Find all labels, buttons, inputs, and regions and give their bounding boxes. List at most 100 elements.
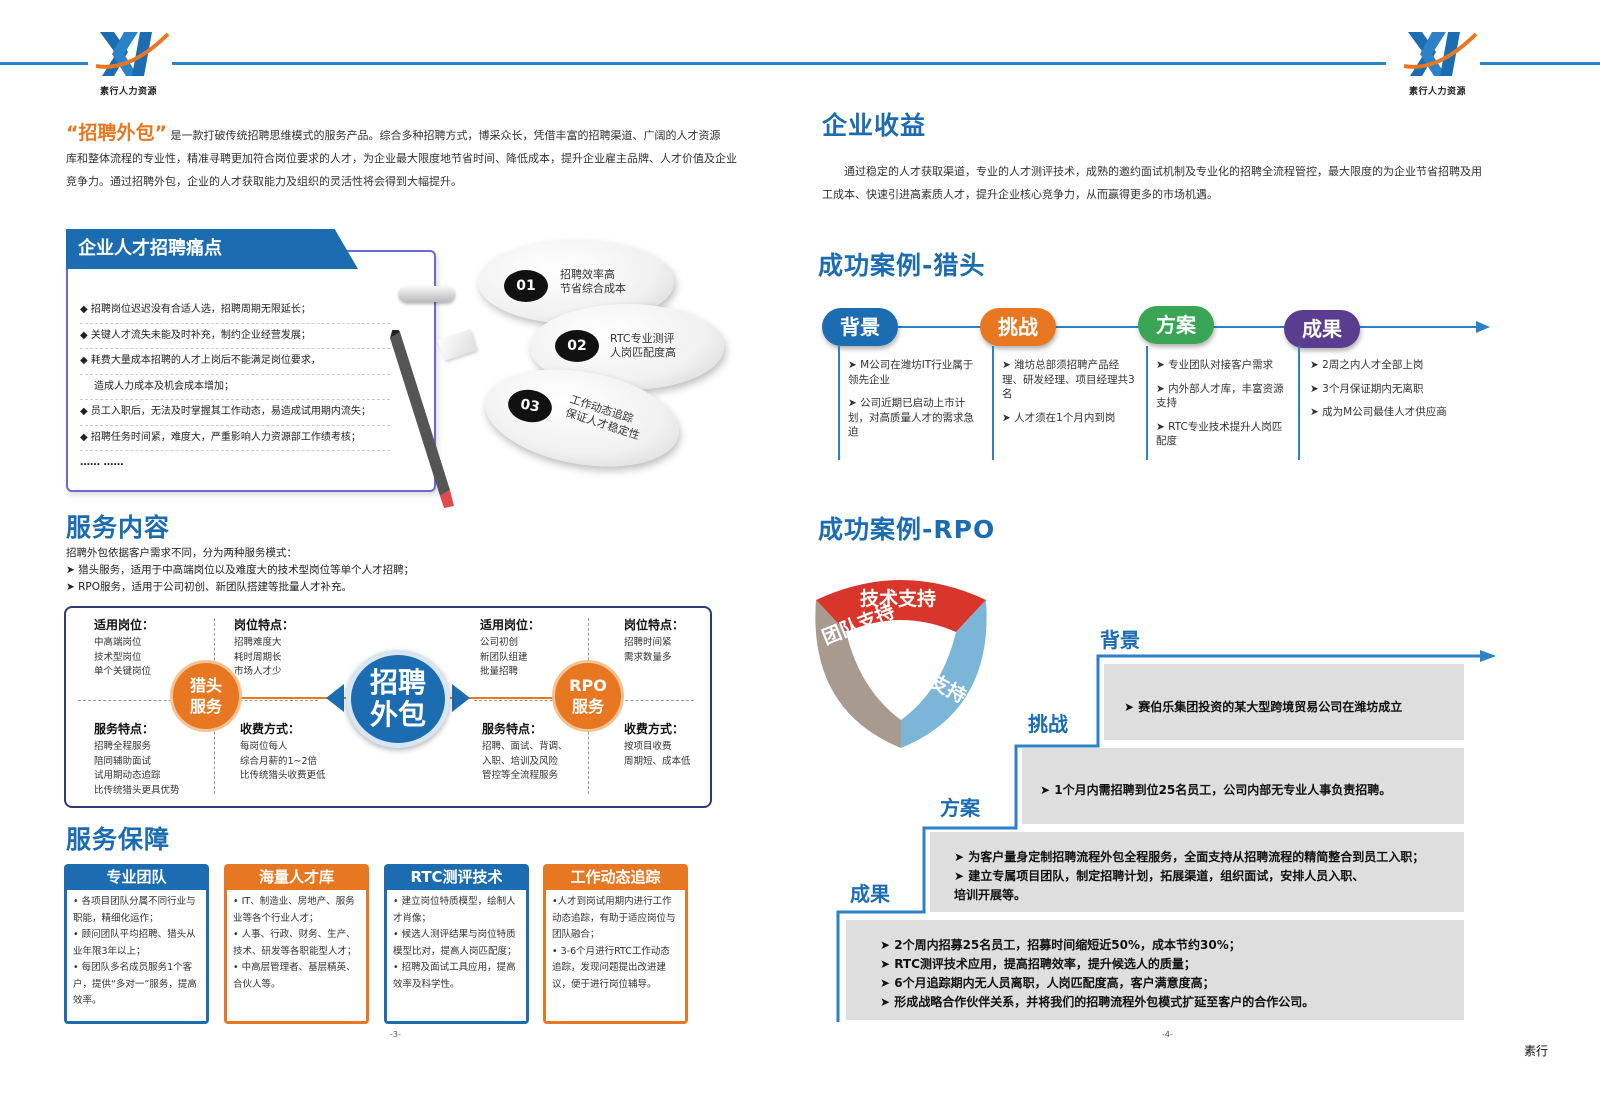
solution-column: ➤ 专业团队对接客户需求➤ 内外部人才库，丰富资源支持➤ RTC专业技术提升人岗… — [1156, 359, 1284, 447]
step-label-challenge: 挑战 — [1028, 712, 1068, 736]
guarantee-title: 服务保障 — [66, 825, 171, 854]
service-title: 服务内容 — [66, 513, 171, 542]
step-label-result: 成果 — [850, 882, 890, 906]
timeline-arrow-icon — [1476, 321, 1490, 333]
page-number-right: -4- — [1162, 1030, 1173, 1039]
column-line — [992, 346, 994, 460]
rpo-fee-list: 按项目收费周期短、成本低 — [624, 741, 691, 767]
challenge-column: ➤ 潍坊总部须招聘产品经理、研发经理、项目经理共3名➤ 人才须在1个月内到岗 — [1002, 359, 1135, 424]
logo-text-right: 素行人力资源 — [1409, 87, 1467, 97]
step-text-challenge: ➤ 1个月内需招聘到位25名员工，公司内部无专业人事负责招聘。 — [1040, 783, 1392, 797]
arrow-left-icon — [326, 684, 344, 712]
column-line — [1146, 346, 1148, 460]
logo-icon — [95, 32, 170, 76]
list-item: ◆ 招聘岗位迟迟没有合适人选，招聘周期无限延长； — [80, 298, 390, 324]
intro-line: 库和整体流程的专业性，精准寻聘更加符合岗位要求的人才，为企业最大限度地节省时间、… — [66, 152, 737, 165]
guarantee-card-talent-pool: 海量人才库 • IT、制造业、房地产、服务业等各个行业人才；• 人事、行政、财务… — [224, 864, 369, 1024]
recruitment-outsourcing-badge: 招聘外包 — [346, 650, 450, 748]
hunter-feature-heading: 岗位特点： — [234, 618, 295, 632]
service-intro-list: 招聘外包依据客户需求不同，分为两种服务模式： ➤ 猎头服务，适用于中高端岗位以及… — [66, 545, 414, 596]
benefit-title: 企业收益 — [822, 111, 927, 140]
step-text-solution: ➤ 为客户量身定制招聘流程外包全程服务，全面支持从招聘流程的精简整合到员工入职；… — [954, 850, 1425, 902]
hunter-feature-list: 招聘难度大耗时周期长市场人才少 — [234, 637, 282, 677]
logo-text-left: 素行人力资源 — [100, 87, 158, 97]
intro-line: 竞争力。通过招聘外包，企业的人才获取能力及组织的灵活性将会得到大幅提升。 — [66, 175, 462, 188]
hunter-service-heading: 服务特点： — [94, 722, 155, 736]
header-line-left — [0, 62, 88, 65]
list-item: 招聘外包依据客户需求不同，分为两种服务模式： — [66, 547, 297, 559]
card-body: • 建立岗位特质模型，绘制人才肖像；• 候选人测评结果与岗位特质模型比对，提高人… — [387, 890, 526, 1021]
step-label-solution: 方案 — [940, 796, 980, 820]
card-title: 工作动态追踪 — [570, 868, 661, 886]
pain-points-card — [66, 250, 436, 492]
intro-highlight: “招聘外包” — [66, 122, 167, 144]
step-bg-background — [1104, 664, 1464, 740]
list-item: ◆ 关键人才流失未能及时补充，制约企业经营发展； — [80, 324, 390, 349]
rpo-service-list: 招聘、面试、背调、入职、培训及风险管控等全流程服务 — [482, 741, 568, 781]
card-title: 海量人才库 — [258, 868, 334, 886]
list-item: ◆ 耗费大量成本招聘的人才上岗后不能满足岗位要求， — [80, 349, 390, 375]
pain-points-title: 企业人才招聘痛点 — [66, 229, 358, 269]
hunter-apply-list: 中高端岗位技术型岗位单个关键岗位 — [94, 637, 152, 677]
rpo-apply-heading: 适用岗位： — [480, 618, 541, 632]
rpo-feature-list: 招聘时间紧需求数量多 — [624, 637, 672, 663]
pencil-icon — [390, 330, 454, 508]
service-modes-panel — [64, 606, 712, 808]
step-text-result: ➤ 2个周内招募25名员工，招募时间缩短近50%，成本节约30%；➤ RTC测评… — [880, 938, 1315, 1009]
bubble-number: 02 — [555, 330, 599, 362]
hunter-fee-heading: 收费方式： — [240, 722, 301, 736]
step-text-background: ➤ 赛伯乐集团投资的某大型跨境贸易公司在潍坊成立 — [1124, 700, 1403, 714]
benefit-line: 通过稳定的人才获取渠道，专业的人才测评技术，成熟的邀约面试机制及专业化的招聘全流… — [844, 165, 1482, 178]
bubble-text: RTC专业测评人岗匹配度高 — [610, 332, 676, 359]
support-ring-diagram — [815, 580, 987, 748]
case-label-result: 成果 — [1284, 310, 1360, 348]
guarantee-card-team: 专业团队 • 各项目团队分属不同行业与职能，精细化运作；• 顾问团队平均招聘、猎… — [64, 864, 209, 1024]
intro-paragraph: “招聘外包” 是一款打破传统招聘思维模式的服务产品。综合多种招聘方式，博采众长，… — [66, 122, 746, 193]
column-line — [838, 346, 840, 460]
bubble-text: 招聘效率高节省综合成本 — [560, 268, 626, 295]
ring-top-label: 技术支持 — [860, 588, 937, 610]
page-number-left: -3- — [390, 1030, 401, 1039]
list-item: ◆ 员工入职后，无法及时掌握其工作动态，易造成试用期内流失； — [80, 400, 390, 426]
rpo-service-heading: 服务特点： — [482, 722, 543, 736]
list-item: …… …… — [80, 457, 124, 468]
rpo-case-title: 成功案例-RPO — [818, 515, 996, 544]
pain-points-list: ◆ 招聘岗位迟迟没有合适人选，招聘周期无限延长； ◆ 关键人才流失未能及时补充，… — [80, 298, 390, 476]
column-line — [1298, 346, 1300, 460]
footer-brand: 素行 — [1524, 1044, 1549, 1058]
list-item: ➤ 猎头服务，适用于中高端岗位以及难度大的技术型岗位等单个人才招聘； — [66, 564, 415, 576]
case-label-challenge: 挑战 — [980, 308, 1056, 346]
case-label-background: 背景 — [822, 308, 898, 346]
step-bg-solution — [930, 832, 1464, 912]
hunter-service-badge: 猎头服务 — [170, 660, 242, 732]
header-line-center — [172, 62, 1386, 65]
binder-ring-icon — [398, 286, 454, 302]
card-title: 专业团队 — [106, 868, 167, 886]
hunter-case-title: 成功案例-猎头 — [818, 251, 986, 280]
logo-icon — [1403, 32, 1478, 76]
header-line-right — [1480, 62, 1600, 65]
step-bg-challenge — [1022, 748, 1464, 824]
hunter-fee-list: 每岗位每人综合月薪的1~2倍比传统猎头收费更低 — [240, 741, 326, 781]
step-bg-result — [846, 920, 1464, 1020]
card-title: RTC测评技术 — [410, 868, 503, 886]
hunter-service-list: 招聘全程服务陪同辅助面试试用期动态追踪比传统猎头更具优势 — [94, 741, 180, 796]
rpo-feature-heading: 岗位特点： — [624, 618, 685, 632]
rpo-apply-list: 公司初创新团队组建批量招聘 — [480, 637, 528, 677]
card-body: • 各项目团队分属不同行业与职能，精细化运作；• 顾问团队平均招聘、猎头从业年限… — [67, 890, 206, 1021]
benefit-line: 工成本、快速引进高素质人才，提升企业核心竞争力，从而赢得更多的市场机遇。 — [822, 188, 1218, 201]
guarantee-card-rtc: RTC测评技术 • 建立岗位特质模型，绘制人才肖像；• 候选人测评结果与岗位特质… — [384, 864, 529, 1024]
background-column: ➤ M公司在潍坊IT行业属于领先企业➤ 公司近期已启动上市计划，对高质量人才的需… — [848, 359, 974, 438]
arrow-right-icon — [452, 684, 470, 712]
card-body: • IT、制造业、房地产、服务业等各个行业人才；• 人事、行政、财务、生产、技术… — [227, 890, 366, 1021]
intro-line: 是一款打破传统招聘思维模式的服务产品。综合多种招聘方式，博采众长，凭借丰富的招聘… — [170, 129, 721, 142]
list-item: ◆ 招聘任务时间紧，难度大，严重影响人力资源部工作绩考核； — [80, 426, 390, 451]
benefit-paragraph: 通过稳定的人才获取渠道，专业的人才测评技术，成熟的邀约面试机制及专业化的招聘全流… — [822, 160, 1492, 206]
guarantee-card-tracking: 工作动态追踪 •人才到岗试用期内进行工作动态追踪，有助于适应岗位与团队融合；• … — [543, 864, 688, 1024]
result-column: ➤ 2周之内人才全部上岗➤ 3个月保证期内无离职➤ 成为M公司最佳人才供应商 — [1310, 359, 1447, 418]
list-item: 造成人力成本及机会成本增加； — [80, 375, 390, 400]
hunter-apply-heading: 适用岗位： — [94, 618, 155, 632]
step-label-background: 背景 — [1100, 628, 1140, 652]
case-label-solution: 方案 — [1138, 306, 1214, 344]
